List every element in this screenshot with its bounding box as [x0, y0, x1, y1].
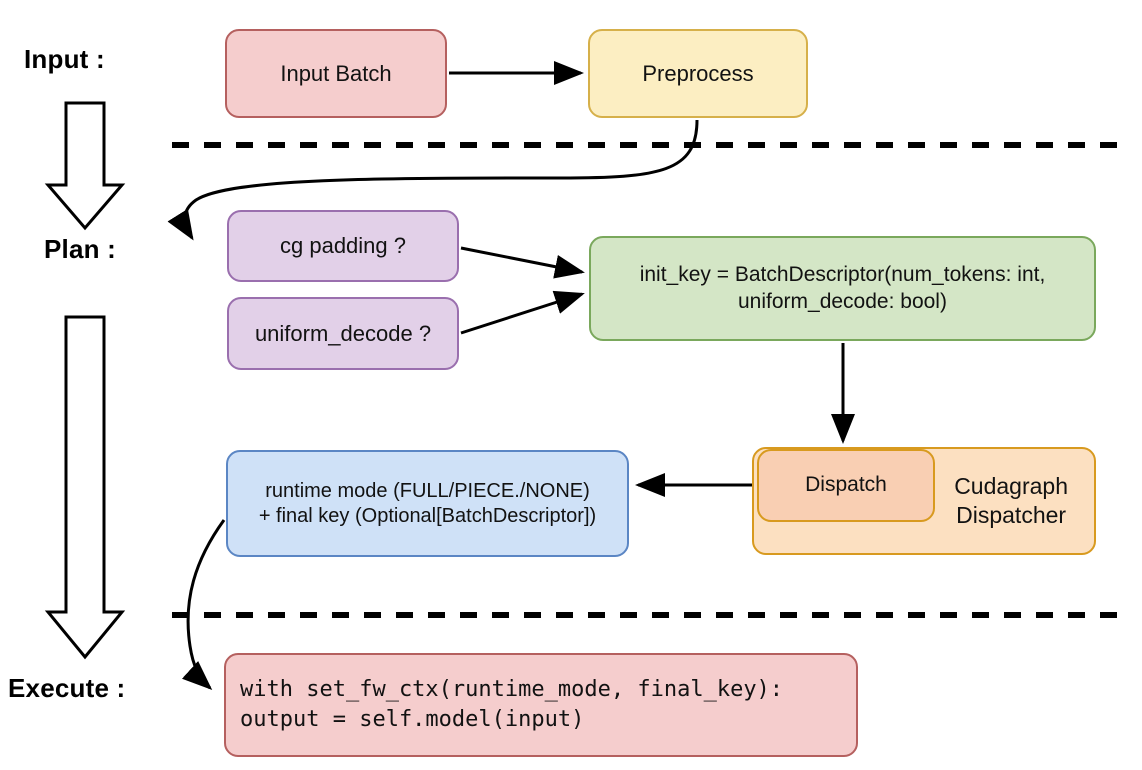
- connector-uniform-decode-to-init-key: [460, 290, 585, 335]
- connector-runtime-mode-to-execute-code: [181, 519, 226, 691]
- connector-cg-padding-to-init-key: [460, 246, 585, 279]
- node-execute-code[interactable]: with set_fw_ctx(runtime_mode, final_key)…: [224, 653, 858, 757]
- node-preprocess-label: Preprocess: [642, 60, 754, 86]
- node-cg-padding-label: cg padding ?: [280, 233, 406, 259]
- stage-label-execute: Execute :: [8, 673, 126, 703]
- stage-label-input: Input :: [24, 44, 105, 74]
- node-input-batch[interactable]: Input Batch: [225, 29, 447, 118]
- node-cg-padding[interactable]: cg padding ?: [227, 210, 459, 282]
- node-cudagraph-dispatcher-label: Cudagraph Dispatcher: [954, 473, 1068, 528]
- node-execute-code-label: with set_fw_ctx(runtime_mode, final_key)…: [240, 677, 784, 732]
- node-input-batch-label: Input Batch: [280, 60, 392, 86]
- node-init-key[interactable]: init_key = BatchDescriptor(num_tokens: i…: [589, 236, 1096, 341]
- node-dispatch-label: Dispatch: [805, 473, 887, 497]
- stage-label-plan: Plan :: [44, 234, 116, 264]
- node-dispatch[interactable]: Dispatch: [757, 449, 935, 522]
- node-runtime-mode-label: runtime mode (FULL/PIECE./NONE) + final …: [258, 479, 597, 527]
- plan-to-execute-arrow: [44, 315, 126, 660]
- node-preprocess[interactable]: Preprocess: [588, 29, 808, 118]
- node-uniform-decode-label: uniform_decode ?: [254, 320, 432, 346]
- input-to-plan-arrow: [44, 101, 126, 231]
- node-uniform-decode[interactable]: uniform_decode ?: [227, 297, 459, 370]
- node-init-key-label: init_key = BatchDescriptor(num_tokens: i…: [639, 263, 1046, 313]
- node-runtime-mode[interactable]: runtime mode (FULL/PIECE./NONE) + final …: [226, 450, 629, 557]
